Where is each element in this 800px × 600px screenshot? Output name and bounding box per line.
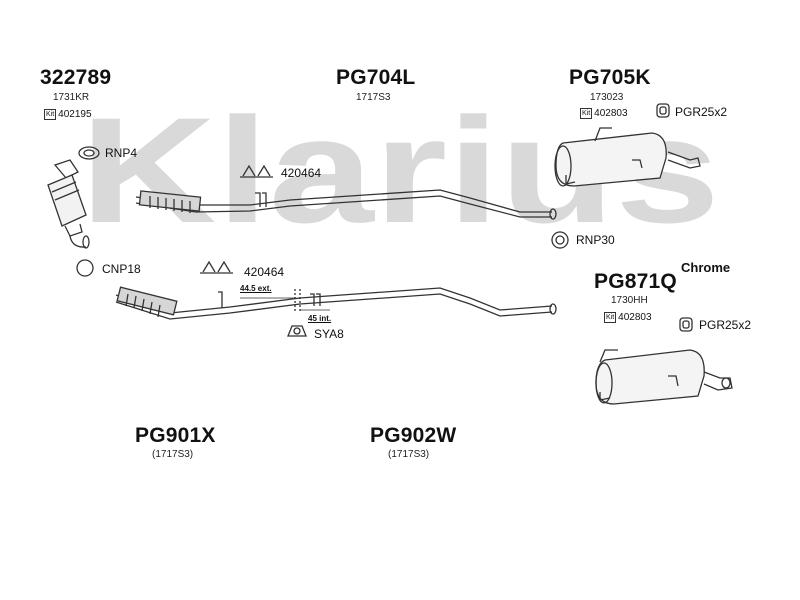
part-ref-pg705k: 173023 xyxy=(590,92,624,103)
part-code-pg902w: PG902W xyxy=(370,424,457,447)
kit-row-322789: Kit 402195 xyxy=(44,109,92,120)
rear-silencer-pg705k-drawing xyxy=(554,127,701,187)
lower-pipe-drawing xyxy=(115,286,557,320)
catalytic-converter-drawing xyxy=(47,159,90,249)
part-ref-pg902w: (1717S3) xyxy=(388,449,430,460)
fitting-label-rnp4: RNP4 xyxy=(105,146,138,160)
part-ref-pg901x: (1717S3) xyxy=(152,449,194,460)
kit-tag: Kit xyxy=(604,312,617,323)
kit-row-pg871q: Kit 402803 xyxy=(604,312,652,323)
pgr-hanger-upper-drawing xyxy=(656,103,670,118)
pgr-hanger-lower-drawing xyxy=(679,317,693,332)
kit-tag: Kit xyxy=(44,109,57,120)
kit-tag: Kit xyxy=(580,108,593,119)
part-ref-pg871q: 1730HH xyxy=(611,295,648,306)
part-code-pg901x: PG901X xyxy=(135,424,216,447)
kit-row-pg705k: Kit 402803 xyxy=(580,108,628,119)
kit-number-pg705k: 402803 xyxy=(594,108,628,119)
upper-clamp-drawing xyxy=(240,164,273,178)
kit-number-pg871q: 402803 xyxy=(618,312,652,323)
part-ref-pg704l: 1717S3 xyxy=(356,92,391,103)
fitting-label-clamp-upper: 420464 xyxy=(281,166,322,180)
rear-silencer-pg871q-drawing xyxy=(595,349,733,405)
rnp30-ring-drawing xyxy=(551,231,569,249)
kit-number-322789: 402195 xyxy=(58,109,92,120)
fitting-label-rnp30: RNP30 xyxy=(576,233,615,247)
upper-pipe-drawing xyxy=(135,189,557,220)
part-code-pg704l: PG704L xyxy=(336,66,416,89)
rnp4-ring-drawing xyxy=(78,146,100,160)
fitting-label-cnp18: CNP18 xyxy=(102,262,141,276)
lower-clamp-drawing xyxy=(200,260,233,274)
fitting-label-sya8: SYA8 xyxy=(314,327,344,341)
part-ref-322789: 1731KR xyxy=(53,92,90,103)
mount-label-pg705k: PGR25x2 xyxy=(675,105,728,119)
dimension-ext: 44.5 ext. xyxy=(240,284,272,293)
mount-label-pg871q: PGR25x2 xyxy=(699,318,752,332)
part-code-pg705k: PG705K xyxy=(569,66,651,89)
part-code-322789: 322789 xyxy=(40,66,112,89)
fitting-label-clamp-lower: 420464 xyxy=(244,265,285,279)
sya8-hanger-drawing xyxy=(287,325,307,337)
finish-label-pg871q: Chrome xyxy=(681,260,731,275)
cnp18-clamp-drawing xyxy=(76,259,94,277)
part-code-pg871q: PG871Q xyxy=(594,270,677,293)
dimension-int: 45 int. xyxy=(308,314,332,323)
